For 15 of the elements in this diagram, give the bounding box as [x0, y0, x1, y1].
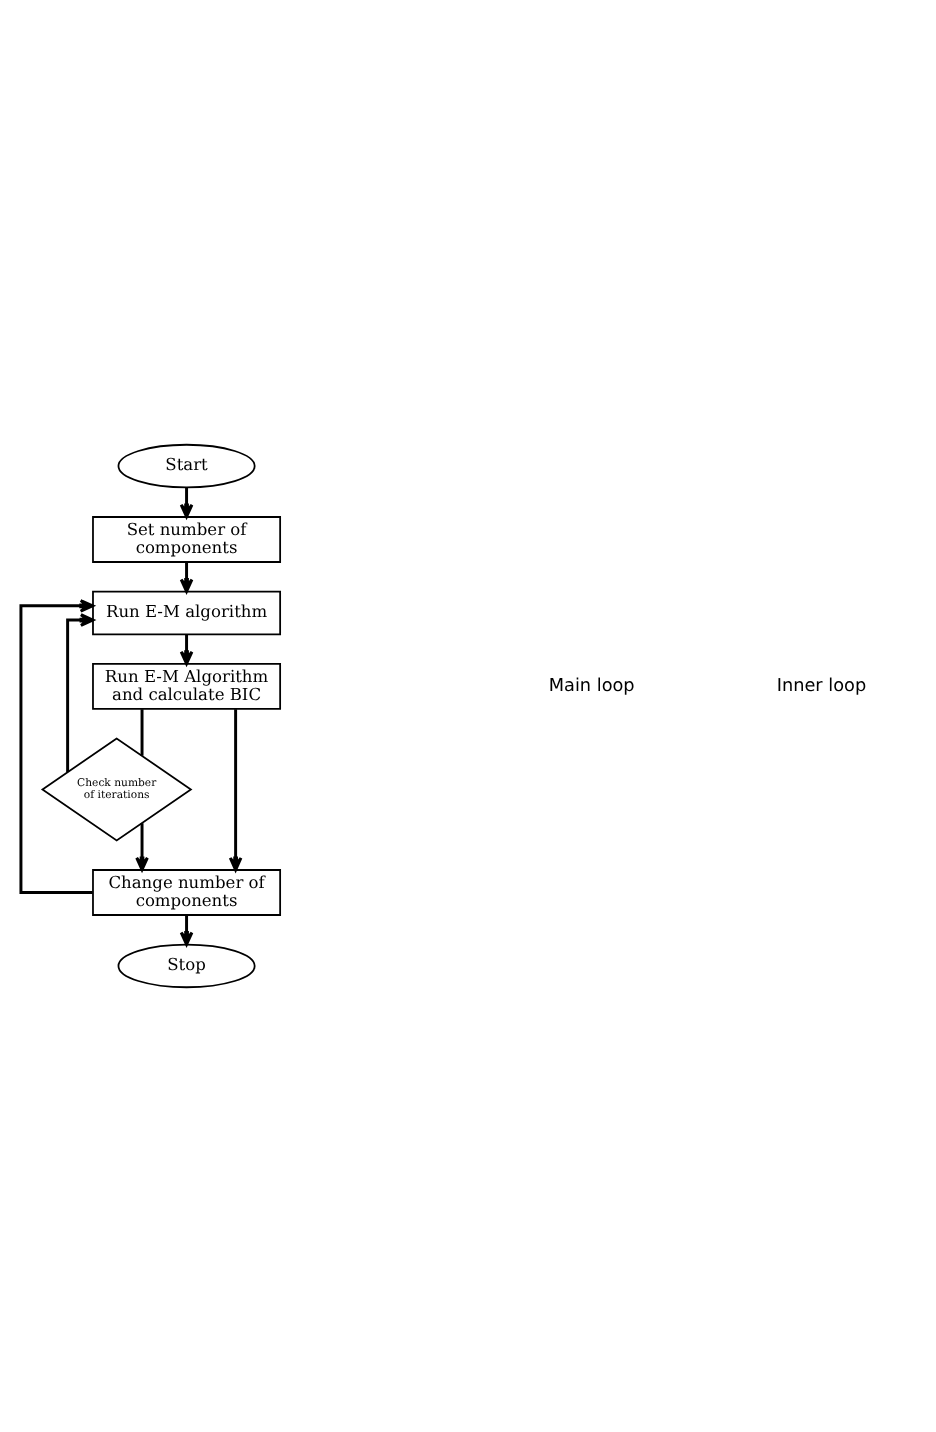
connector [140, 709, 144, 756]
node-box: Run E-M Algorithm and calculate BIC [92, 663, 282, 710]
node-box: Change number of components [92, 869, 282, 916]
node-box: Run E-M algorithm [92, 590, 282, 636]
arrow [19, 599, 95, 894]
node-ellipse: Start [117, 443, 256, 489]
arrow [135, 823, 149, 872]
node-ellipse: Stop [117, 943, 256, 989]
node-box: Set number of components [92, 516, 282, 563]
arrow [66, 613, 95, 772]
arrow [228, 709, 243, 872]
label: Main loop [548, 676, 635, 697]
arrow [179, 915, 194, 946]
arrow [179, 562, 194, 593]
label: Inner loop [776, 676, 867, 697]
